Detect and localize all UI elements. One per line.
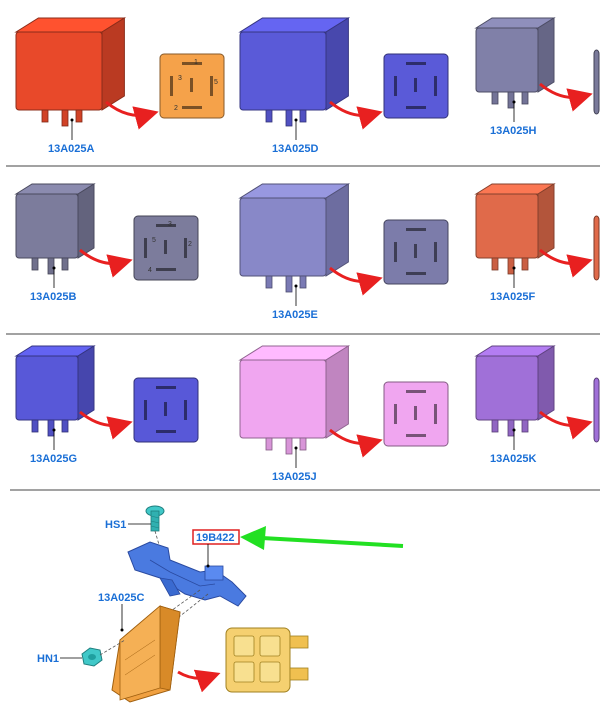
red-arrow [539,410,593,440]
red-arrow [105,100,159,130]
green-pointer-arrow [240,526,404,550]
red-arrow [539,248,593,278]
red-arrow [79,248,133,278]
pin-number: 2 [174,105,178,112]
relay-13a025a: 13A025A 1 3 5 2 [14,17,225,155]
socket-13a025h [593,49,600,115]
red-arrow [329,100,383,130]
relay-label: 13A025B [30,291,77,303]
pin-number: 2 [188,241,192,248]
relay-label: 13A025A [48,143,95,155]
socket-13a025j [383,381,449,447]
relay-label: 13A025K [490,453,537,465]
socket-13a025g [133,377,199,443]
relay-label: 13A025J [272,471,317,483]
socket-13a025b: 3 5 2 4 [133,215,199,281]
nut-hn1 [81,647,103,667]
relay-13a025f: 13A025F [474,183,600,303]
relay-13a025d: 13A025D [238,17,449,155]
relay-13a025b: 13A025B 3 5 2 4 [14,183,199,303]
bracket-19b422 [127,541,247,607]
pin-number: 5 [152,237,156,244]
relay-13a025g: 13A025G [14,345,199,465]
pin-number: 3 [178,75,182,82]
pin-number: 5 [214,79,218,86]
relay-13a025c [111,605,181,703]
socket-13a025f [593,215,600,281]
socket-13a025k [593,377,600,443]
red-arrow [79,410,133,440]
relay-13a025h: 13A025H [474,17,600,137]
bracket-label: 19B422 [196,532,235,544]
socket-13a025e [383,219,449,285]
assembly-arrow [177,669,221,693]
red-arrow [329,428,383,458]
socket-13a025a: 1 3 5 2 [159,53,225,119]
relay-label: 13A025H [490,125,537,137]
socket-13a025c [225,627,309,693]
socket-13a025d [383,53,449,119]
relay-13a025k: 13A025K [474,345,600,465]
relay-grid: 13A025A135213A025D13A025H13A025B352413A0… [14,17,600,483]
pin-number: 4 [148,267,152,274]
relay-c-label: 13A025C [98,592,145,604]
red-arrow [329,266,383,296]
assembly-view: HS1 19B422 [37,505,404,703]
screw-hs1 [145,505,165,532]
relay-label: 13A025E [272,309,318,321]
hs1-label: HS1 [105,519,126,531]
pin-number: 3 [168,221,172,228]
relay-label: 13A025D [272,143,319,155]
red-arrow [539,82,593,112]
pin-number: 1 [194,59,198,66]
relay-13a025j: 13A025J [238,345,449,483]
relay-13a025e: 13A025E [238,183,449,321]
relay-label: 13A025G [30,453,77,465]
bracket-label-box [192,529,240,545]
relay-label: 13A025F [490,291,536,303]
hn1-label: HN1 [37,653,59,665]
